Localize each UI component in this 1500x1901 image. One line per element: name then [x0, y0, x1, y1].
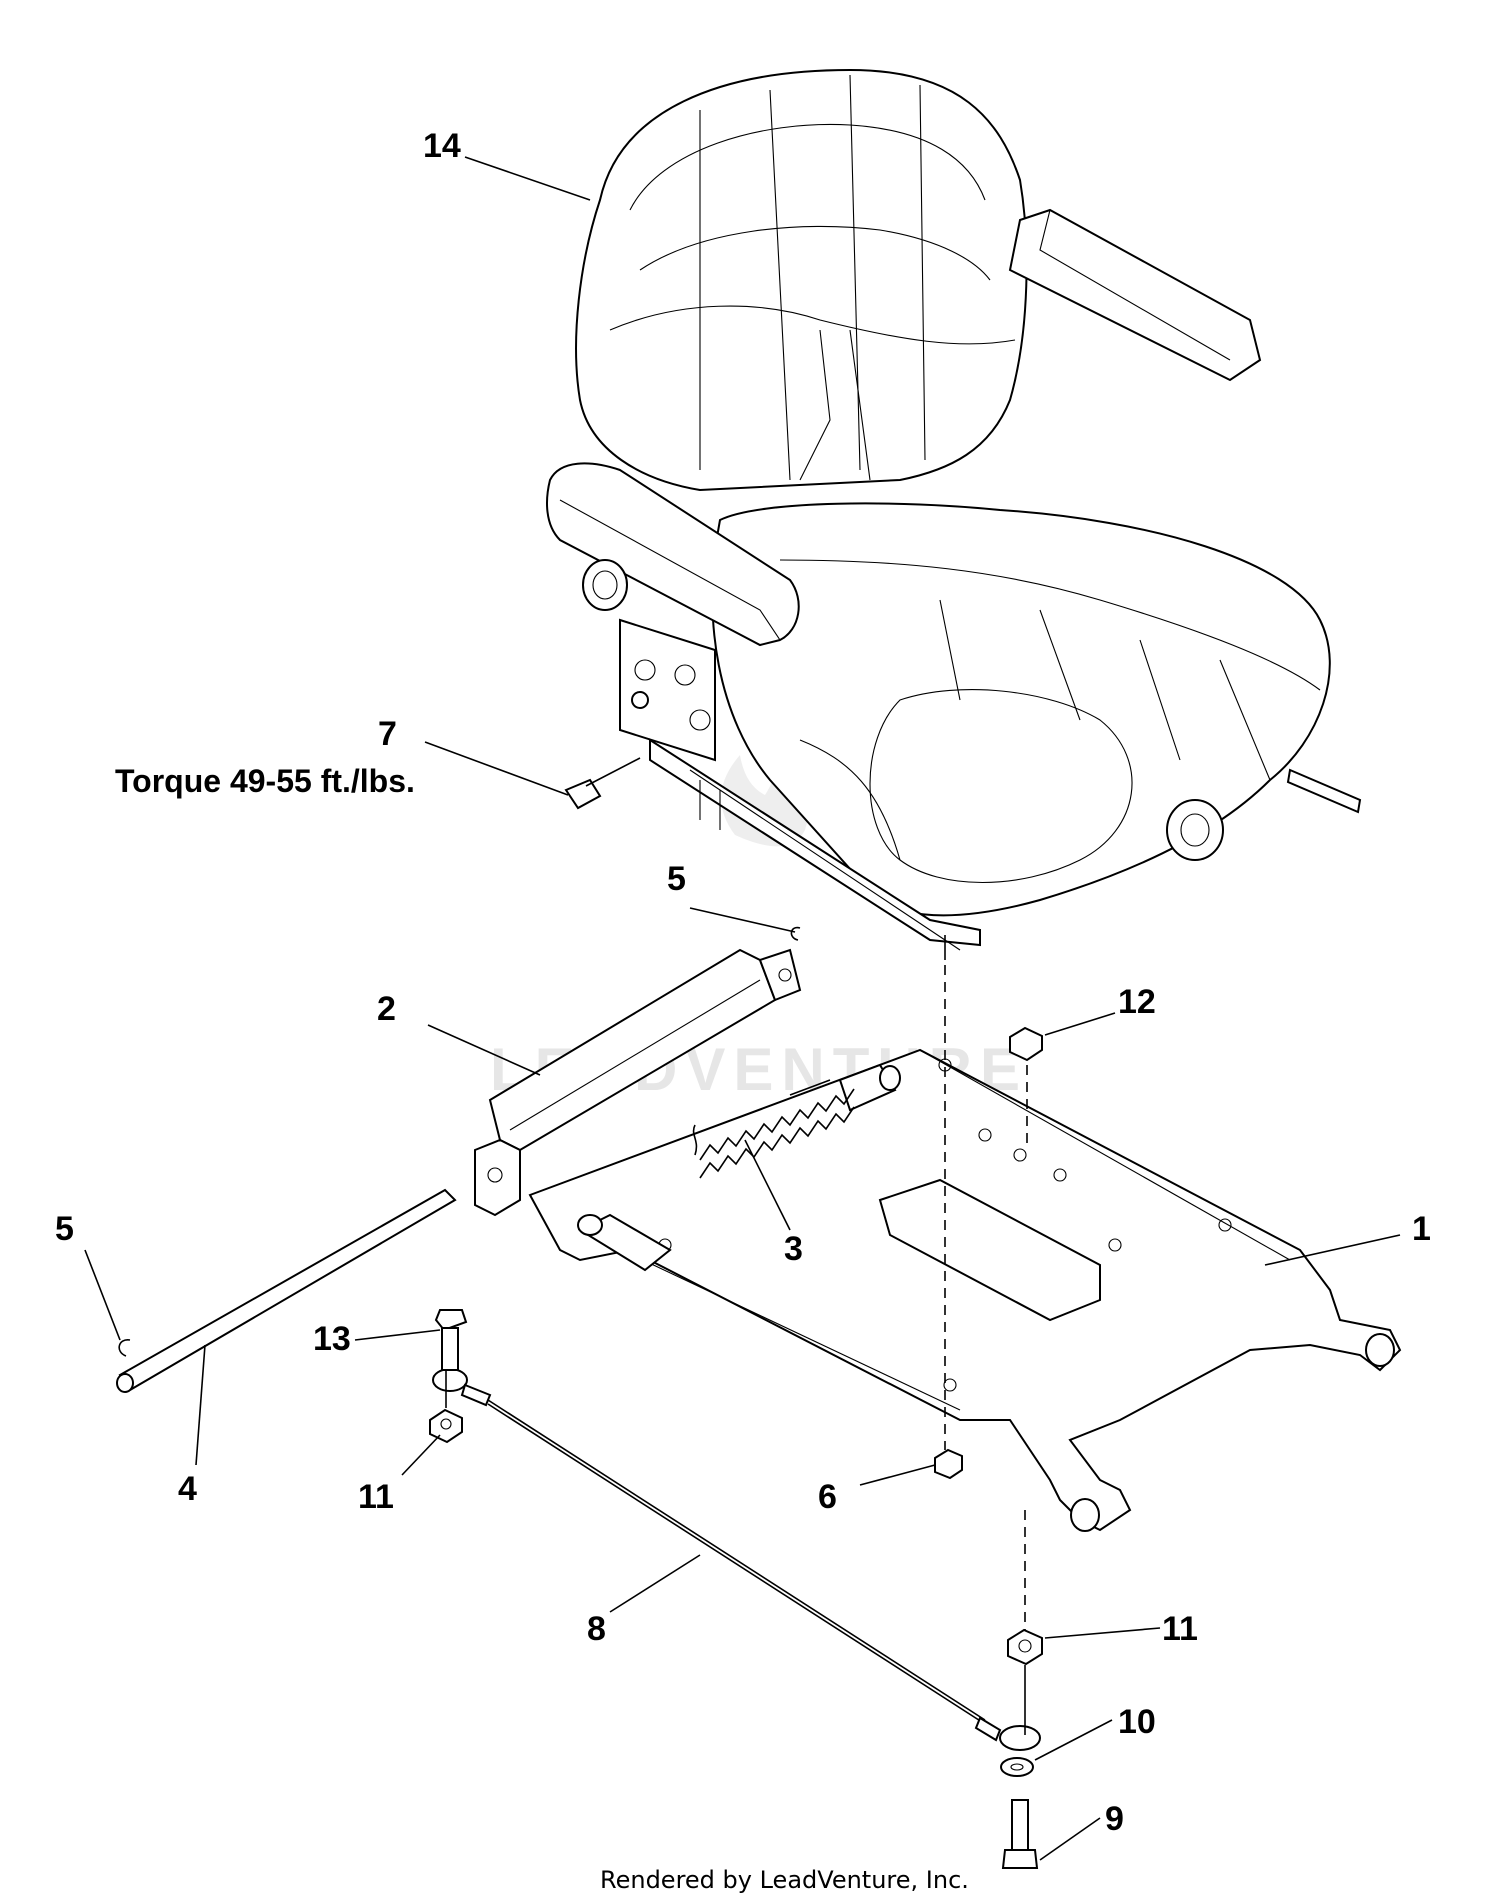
callout-14: 14 [423, 127, 461, 165]
assembly-lines [445, 965, 1028, 1735]
nut-11-upper [429, 1408, 463, 1444]
footer-credit: Rendered by LeadVenture, Inc. [600, 1866, 969, 1894]
callout-5-left: 5 [55, 1210, 74, 1248]
callout-13: 13 [313, 1320, 351, 1358]
callout-6: 6 [818, 1478, 837, 1516]
seat [546, 68, 1362, 960]
callout-12: 12 [1118, 983, 1156, 1021]
nut-11-lower [1007, 1628, 1043, 1666]
leader-lines [84, 156, 1401, 1861]
callout-10: 10 [1118, 1703, 1156, 1741]
bolt-7 [564, 757, 641, 810]
callout-7: 7 [378, 715, 397, 753]
nut-6 [934, 1448, 963, 1480]
callout-4: 4 [178, 1470, 197, 1508]
callout-11-left: 11 [358, 1478, 394, 1516]
callout-11-right: 11 [1162, 1610, 1198, 1648]
callout-labels: 14 7 5 2 12 3 1 5 4 13 11 6 8 11 10 9 [55, 127, 1431, 1838]
callout-8: 8 [587, 1610, 606, 1648]
pivot-rod [116, 1188, 457, 1393]
bolt-9 [1001, 1799, 1039, 1869]
nut-12 [1009, 1026, 1043, 1062]
callout-9: 9 [1105, 1800, 1124, 1838]
cable [432, 1368, 1041, 1751]
torque-note: Torque 49-55 ft./lbs. [115, 763, 415, 799]
callout-1: 1 [1412, 1210, 1431, 1248]
seat-mounting-plate [528, 1048, 1402, 1532]
spring [692, 1079, 855, 1179]
callout-3: 3 [784, 1230, 803, 1268]
callout-2: 2 [377, 990, 396, 1028]
callout-5-top: 5 [667, 860, 686, 898]
seat-pan-bracket [474, 926, 802, 1217]
washer-10 [1000, 1757, 1034, 1777]
bolt-13 [434, 1309, 468, 1371]
